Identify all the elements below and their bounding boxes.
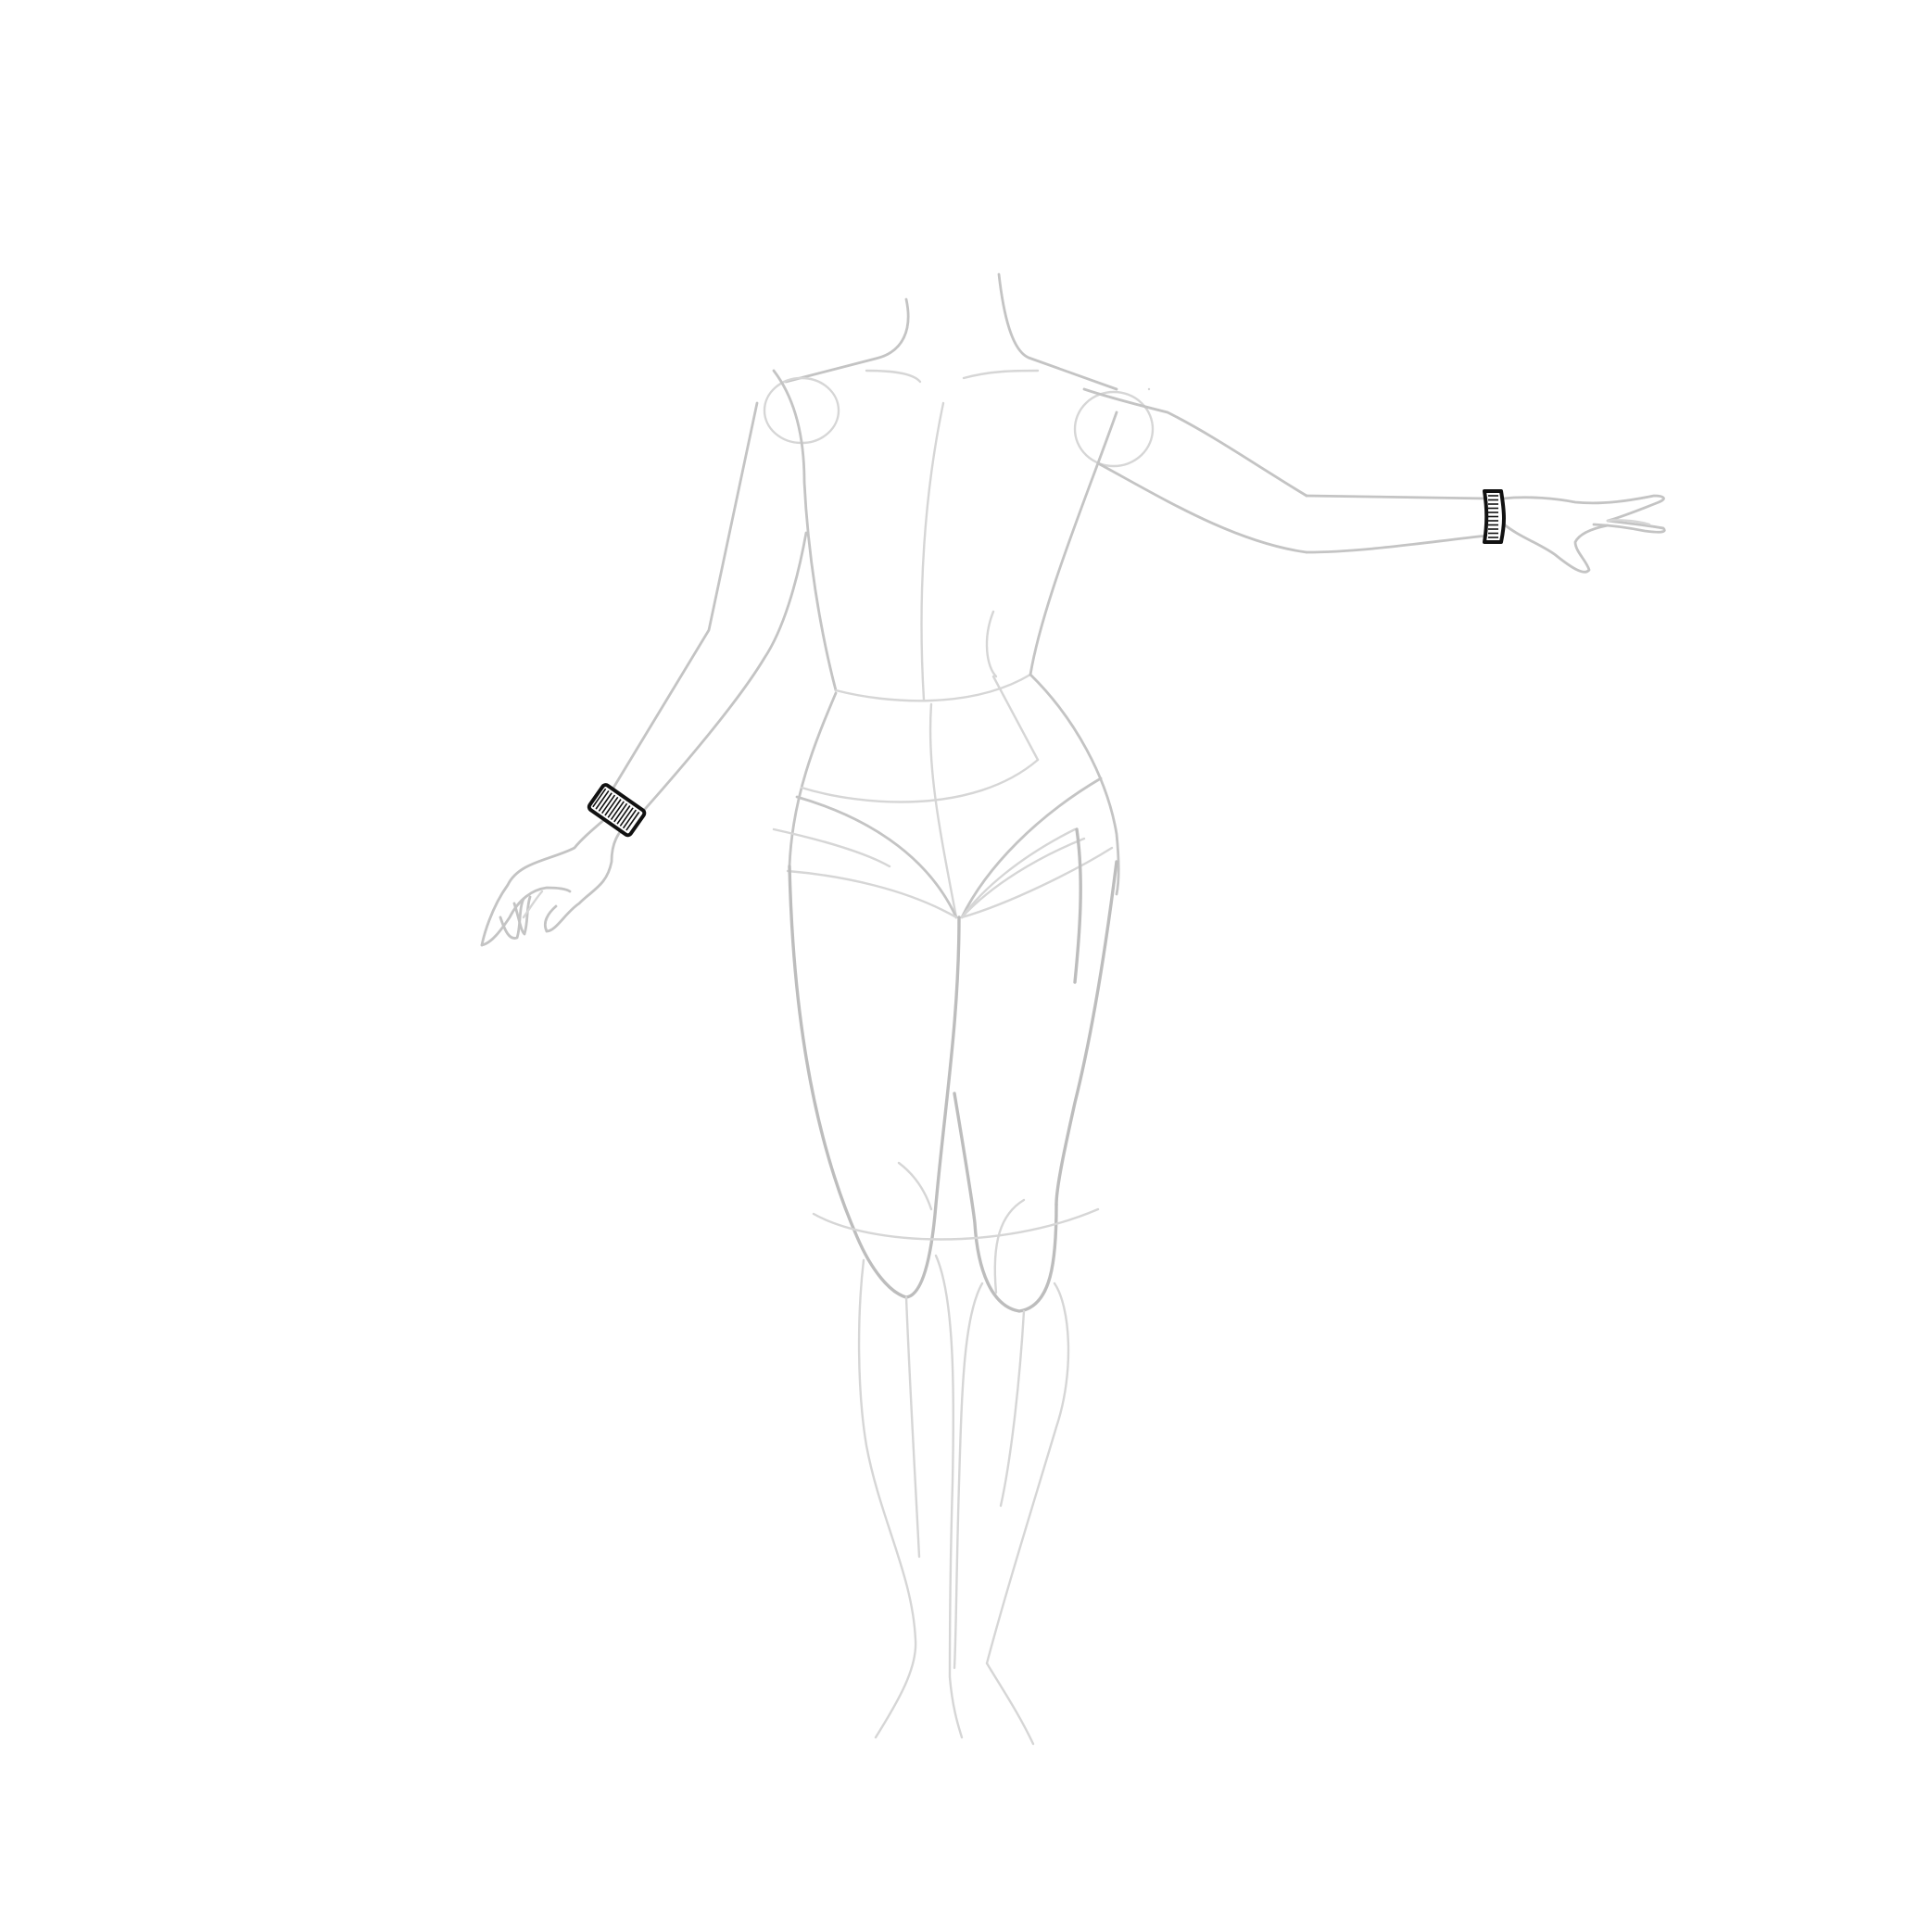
hips-and-pelvis — [772, 673, 1120, 919]
bracelet-hatch-line — [592, 788, 607, 808]
bracelet-left — [587, 783, 647, 838]
bracelet-hatch-line — [610, 801, 625, 821]
bracelet-hatch-line — [601, 794, 616, 814]
bracelet-hatch-line — [625, 811, 640, 831]
bracelet-hatch-line — [616, 805, 631, 825]
bracelet-right — [1483, 489, 1506, 544]
bracelet-hatch-line — [598, 792, 612, 812]
right-arm — [1082, 387, 1666, 574]
bracelet-hatch-line — [604, 796, 619, 816]
left-leg — [788, 865, 964, 1739]
knee-guide — [812, 1207, 1100, 1241]
bracelet-hatch-line — [622, 809, 638, 829]
left-arm — [480, 401, 808, 947]
bracelet-hatch-line — [619, 807, 634, 827]
bracelet-hatch-line — [595, 789, 610, 810]
right-leg — [953, 827, 1118, 1746]
neck-and-shoulders — [784, 272, 1151, 391]
torso — [772, 369, 1118, 762]
bracelet-hatch-line — [607, 799, 622, 818]
bracelet-hatch-line — [613, 802, 628, 823]
